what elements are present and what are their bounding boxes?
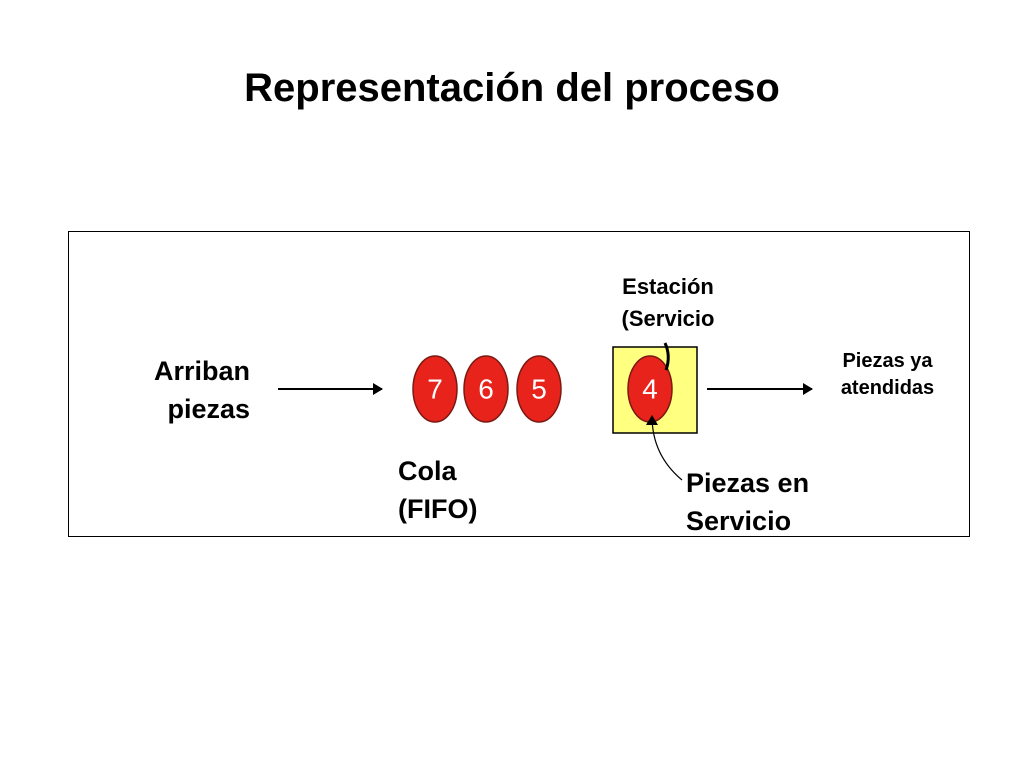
station-label-line: (Servicio: [621, 306, 715, 331]
service-piece-number: 4: [642, 374, 658, 405]
service-piece: 4: [627, 355, 673, 423]
queue-piece: 5: [516, 355, 562, 423]
station-callout-line: [663, 342, 670, 371]
queue-piece: 6: [463, 355, 509, 423]
station-label: Estación (Servicio: [598, 271, 738, 335]
queue-piece-number: 7: [427, 374, 443, 405]
queue-piece-number: 5: [531, 374, 547, 405]
slide-title: Representación del proceso: [244, 66, 780, 110]
diagram-frame: [68, 231, 970, 537]
queue-label-line: Cola: [398, 456, 457, 486]
queue-piece-number: 6: [478, 374, 494, 405]
completed-pieces-label-line: Piezas ya: [842, 350, 933, 372]
in-service-label-line: Piezas en: [686, 468, 810, 498]
queue-label-line: (FIFO): [398, 494, 478, 524]
completed-pieces-label: Piezas ya atendidas: [815, 348, 960, 402]
completed-pieces-label-line: atendidas: [840, 377, 935, 399]
station-label-line: Estación: [622, 274, 714, 299]
in-service-label: Piezas en Servicio: [686, 464, 809, 540]
in-service-pointer-arrow: [646, 415, 683, 481]
queue-label: Cola (FIFO): [398, 452, 477, 528]
arrivals-label-line: piezas: [167, 394, 250, 424]
queue-piece: 7: [412, 355, 458, 423]
arrivals-label-line: Arriban: [153, 356, 250, 386]
arrivals-label: Arriban piezas: [154, 352, 250, 428]
in-service-label-line: Servicio: [686, 506, 792, 536]
